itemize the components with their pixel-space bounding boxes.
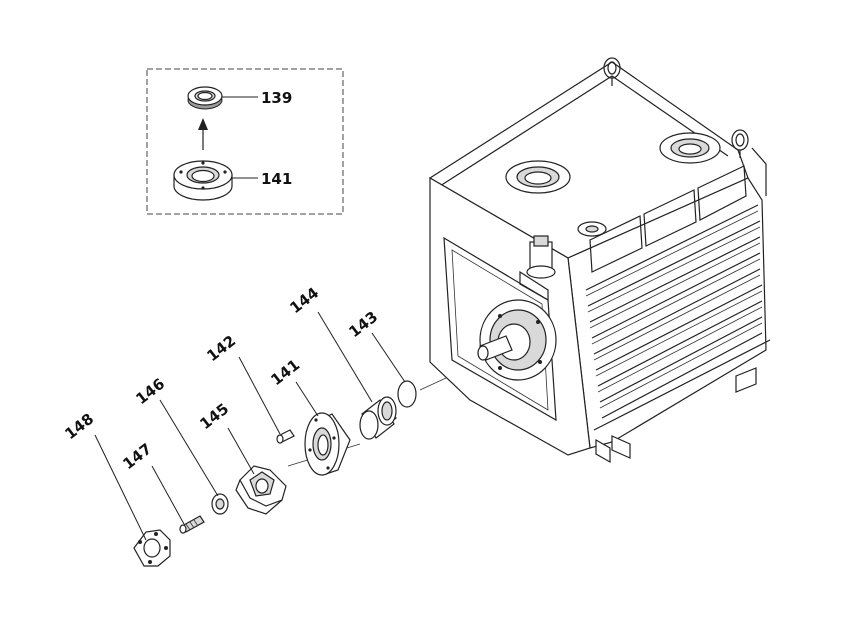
lifting-eye-left (603, 57, 621, 86)
shaft-flange (479, 299, 557, 381)
spider-element-148 (133, 529, 171, 567)
coupling-hub-145 (235, 465, 287, 515)
set-screw-147 (179, 515, 205, 534)
callout-145: 145 (196, 400, 232, 433)
top-plug (577, 221, 607, 237)
top-port-right (659, 132, 721, 164)
pump-feet (593, 339, 771, 464)
callout-leaders (94, 311, 406, 541)
callout-148: 148 (61, 410, 97, 443)
callout-143: 143 (345, 308, 381, 341)
sleeve-144 (359, 396, 397, 440)
bearing-housing-141-inset (173, 160, 233, 201)
lifting-eye-right (731, 129, 749, 158)
screw-142 (276, 429, 295, 444)
arrow-up-icon (198, 118, 208, 150)
bearing-housing-141 (304, 412, 351, 476)
inset-detail: 139 141 (146, 68, 344, 215)
pump-body (428, 57, 771, 464)
callout-144: 144 (286, 284, 322, 317)
cooling-fins (585, 204, 763, 419)
top-port-left (505, 160, 571, 194)
callout-146: 146 (132, 375, 168, 408)
spacer-ring-146 (211, 493, 229, 515)
callout-142: 142 (203, 332, 239, 365)
inset-label-139: 139 (261, 89, 292, 107)
inset-label-141: 141 (261, 170, 292, 188)
seal-ring-139 (187, 86, 223, 110)
drive-shaft (477, 335, 513, 361)
sensor-connector (519, 235, 556, 302)
o-ring-143 (397, 380, 417, 408)
callout-147: 147 (119, 440, 155, 473)
